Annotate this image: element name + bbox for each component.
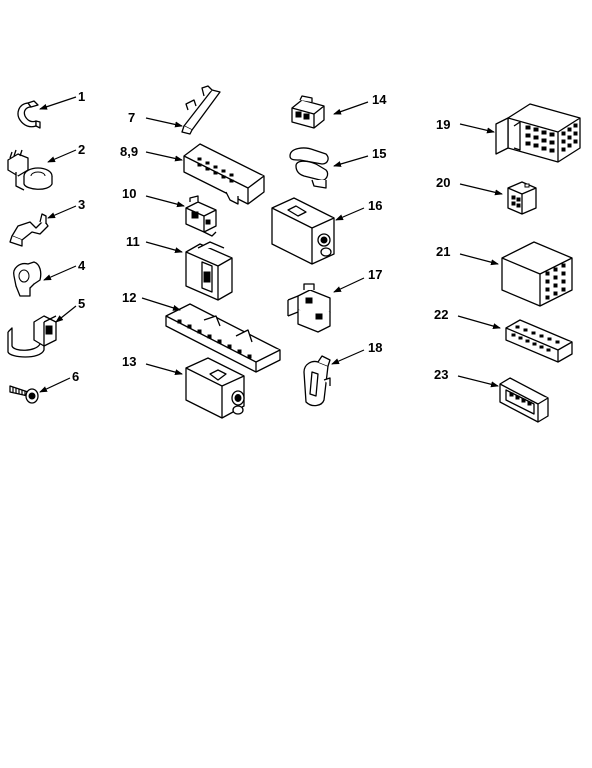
part-5-bracket-clamp[interactable] bbox=[7, 315, 57, 358]
part-6-screw[interactable] bbox=[9, 385, 39, 404]
part-3-wire-clip[interactable] bbox=[9, 213, 49, 247]
callout-number: 23 bbox=[434, 367, 448, 382]
leader-arrow bbox=[43, 265, 77, 281]
leader-arrow bbox=[331, 349, 365, 365]
callout-number: 1 bbox=[78, 89, 85, 104]
leader-arrow bbox=[55, 305, 77, 323]
leader-arrow bbox=[145, 151, 183, 162]
part-13-two-pin-housing[interactable] bbox=[185, 357, 245, 419]
leader-arrow bbox=[459, 183, 503, 196]
callout-number: 8,9 bbox=[120, 144, 138, 159]
leader-arrow bbox=[39, 377, 71, 393]
part-23-terminal-block[interactable] bbox=[499, 377, 549, 423]
callout-number: 18 bbox=[368, 340, 382, 355]
part-19-multi-pin-housing[interactable] bbox=[495, 103, 581, 163]
leader-arrow bbox=[145, 363, 183, 376]
leader-arrow bbox=[145, 195, 185, 208]
leader-arrow bbox=[335, 207, 365, 221]
part-20-cube-connector[interactable] bbox=[507, 181, 537, 215]
leader-arrow bbox=[145, 117, 183, 128]
part-22-flat-connector[interactable] bbox=[505, 319, 573, 363]
leader-arrow bbox=[457, 375, 499, 388]
callout-number: 20 bbox=[436, 175, 450, 190]
callout-number: 17 bbox=[368, 267, 382, 282]
leader-arrow bbox=[333, 101, 369, 115]
callout-number: 16 bbox=[368, 198, 382, 213]
leader-arrow bbox=[459, 253, 499, 266]
part-17-double-connector[interactable] bbox=[287, 283, 331, 333]
callout-number: 6 bbox=[72, 369, 79, 384]
part-21-large-cube[interactable] bbox=[501, 241, 573, 307]
part-10-block-connector[interactable] bbox=[185, 195, 217, 237]
callout-number: 14 bbox=[372, 92, 387, 107]
part-14-small-plug[interactable] bbox=[291, 95, 325, 129]
callout-number: 2 bbox=[78, 142, 85, 157]
leader-arrow bbox=[145, 241, 183, 254]
part-11-housing[interactable] bbox=[185, 241, 233, 301]
leader-arrow bbox=[39, 96, 77, 110]
callout-number: 7 bbox=[128, 110, 135, 125]
part-1-clip[interactable] bbox=[17, 100, 41, 129]
part-2-clamp[interactable] bbox=[7, 149, 53, 191]
leader-arrow bbox=[459, 123, 495, 134]
callout-number: 12 bbox=[122, 290, 136, 305]
leader-arrow bbox=[333, 277, 365, 293]
part-4-ring-clamp[interactable] bbox=[13, 261, 42, 297]
callout-number: 13 bbox=[122, 354, 136, 369]
callout-number: 21 bbox=[436, 244, 450, 259]
leader-arrow bbox=[457, 315, 501, 329]
callout-number: 4 bbox=[78, 258, 86, 273]
callout-number: 19 bbox=[436, 117, 450, 132]
part-7-strip-clip[interactable] bbox=[181, 85, 221, 135]
callout-number: 15 bbox=[372, 146, 386, 161]
part-8-9-connector[interactable] bbox=[183, 143, 265, 205]
leader-arrow bbox=[47, 205, 77, 219]
part-15-cable-clip[interactable] bbox=[289, 147, 329, 189]
callout-number: 22 bbox=[434, 307, 448, 322]
leader-arrow bbox=[333, 155, 369, 167]
part-12-terminal-strip[interactable] bbox=[165, 303, 281, 373]
callout-number: 11 bbox=[126, 234, 140, 249]
callout-number: 3 bbox=[78, 197, 85, 212]
part-18-hook-clip[interactable] bbox=[303, 355, 331, 407]
callout-number: 5 bbox=[78, 296, 85, 311]
part-16-large-housing[interactable] bbox=[271, 197, 335, 265]
leader-arrow bbox=[47, 149, 77, 163]
leader-arrow bbox=[141, 297, 181, 311]
callout-number: 10 bbox=[122, 186, 136, 201]
